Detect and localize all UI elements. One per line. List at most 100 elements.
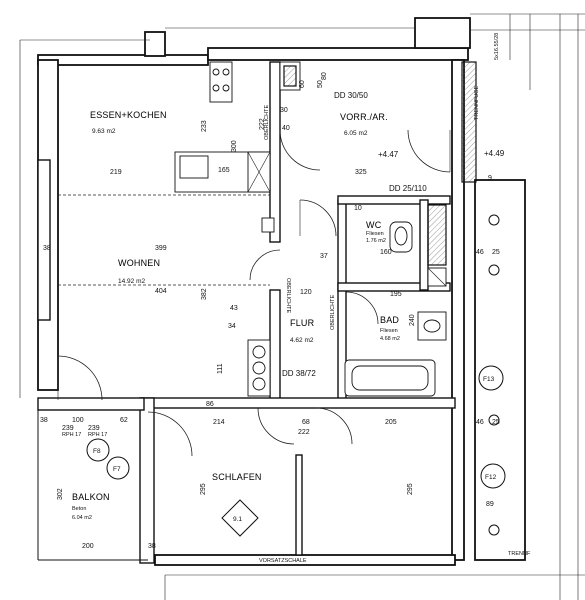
dim-30: 30 xyxy=(280,107,288,114)
tag-f7 xyxy=(106,456,130,480)
dimension-labels: 219 325 399 404 38 38 38 233 300 165 382… xyxy=(40,72,500,550)
dim-62: 62 xyxy=(120,417,128,424)
dim-46b: 46 xyxy=(476,419,484,426)
room-vorraum-name: VORR./AR. xyxy=(340,112,388,122)
dim-325: 325 xyxy=(355,169,367,176)
window-left xyxy=(37,159,51,321)
dim-50: 50 xyxy=(317,80,324,88)
level-vorraum: +4.47 xyxy=(378,150,399,159)
tag-f12 xyxy=(480,463,506,489)
dim-86: 86 xyxy=(206,401,214,408)
dim-25a: 25 xyxy=(492,249,500,256)
dim-195: 195 xyxy=(390,291,402,298)
label-vorsatzschale: VORSATZSCHALE xyxy=(259,558,307,564)
wall-wohnen-flur xyxy=(269,289,281,401)
tag-f8-text: F8 xyxy=(93,448,101,455)
dim-46a: 46 xyxy=(476,249,484,256)
label-trennfuge-2: TRENNF xyxy=(508,551,531,557)
balkon-top xyxy=(37,397,145,411)
dim-399: 399 xyxy=(155,245,167,252)
ref-91-text: 9.1 xyxy=(233,516,242,523)
dim-233: 233 xyxy=(201,120,208,132)
wall-kitchen-vorraum xyxy=(269,61,281,243)
dim-205: 205 xyxy=(385,419,397,426)
dim-60: 60 xyxy=(299,80,306,88)
room-wc-floor: Fliesen xyxy=(366,231,384,237)
wall-wc-top xyxy=(337,195,451,205)
room-vorraum-area: 6.05 m2 xyxy=(344,130,368,137)
wall-wc-bad xyxy=(337,282,451,292)
bath-fixtures xyxy=(344,204,447,397)
door-label-flur: DD 38/72 xyxy=(282,369,316,378)
level-right: +4.49 xyxy=(484,149,505,158)
dim-222: 222 xyxy=(298,429,310,436)
wall-top-notch xyxy=(144,31,166,57)
dim-120: 120 xyxy=(300,289,312,296)
room-balkon-area: 6.04 m2 xyxy=(72,515,92,521)
dim-165: 165 xyxy=(218,167,230,174)
wall-schlafen-top xyxy=(139,397,456,409)
room-flur-name: FLUR xyxy=(290,318,315,328)
room-wohnen-name: WOHNEN xyxy=(118,258,160,268)
door-label-wc: DD 25/110 xyxy=(389,184,427,193)
dim-214: 214 xyxy=(213,419,225,426)
dim-40: 40 xyxy=(282,125,290,132)
room-essen-kochen-area: 9.63 m2 xyxy=(92,128,116,135)
wall-top-right xyxy=(207,47,469,61)
room-wohnen-area: 14.92 m2 xyxy=(118,278,145,285)
dim-25b: 25 xyxy=(492,419,500,426)
dim-9: 9 xyxy=(488,175,492,182)
door-entrance xyxy=(407,129,451,173)
wall-schlafen-mid xyxy=(295,454,303,556)
room-balkon-name: BALKON xyxy=(72,492,110,502)
room-schlafen-name: SCHLAFEN xyxy=(212,472,262,482)
room-flur-area: 4.62 m2 xyxy=(290,337,314,344)
outer-walls xyxy=(37,17,471,566)
dim-111: 111 xyxy=(217,363,224,374)
dim-219: 219 xyxy=(110,169,122,176)
dim-302: 302 xyxy=(57,488,64,500)
dim-240: 240 xyxy=(409,314,416,326)
dim-404: 404 xyxy=(155,288,167,295)
tags xyxy=(86,214,506,537)
doors xyxy=(57,129,451,457)
dim-10: 10 xyxy=(354,205,362,212)
construction-lines xyxy=(19,13,585,600)
wall-right-hatch xyxy=(461,61,477,183)
tag-f7-text: F7 xyxy=(113,466,121,473)
wall-right xyxy=(451,59,465,561)
room-essen-kochen-name: ESSEN+KOCHEN xyxy=(90,110,167,120)
room-wc-name: WC xyxy=(366,220,382,230)
door-bad xyxy=(345,291,379,325)
dim-68: 68 xyxy=(302,419,310,426)
dim-239a: 239 xyxy=(62,425,74,432)
room-labels: ESSEN+KOCHEN 9.63 m2 VORR./AR. 6.05 m2 W… xyxy=(72,110,400,521)
dim-295a: 295 xyxy=(200,483,207,495)
chimney xyxy=(261,217,275,233)
dim-38b: 38 xyxy=(40,417,48,424)
kitchen-sink xyxy=(179,155,209,179)
dim-382: 382 xyxy=(201,288,208,300)
dim-295b: 295 xyxy=(407,483,414,495)
flur-fixtures xyxy=(247,339,271,397)
door-schlafen xyxy=(257,407,295,445)
tag-f13-text: F13 xyxy=(483,376,495,383)
label-rph-1: RPH 17 xyxy=(62,432,81,438)
label-trennfuge-1: TRENNFUGE xyxy=(474,85,480,120)
door-wc xyxy=(299,199,337,237)
label-oberlichte-1: OBERLICHTE xyxy=(264,105,270,140)
door-label-main: DD 30/50 xyxy=(334,91,368,100)
wall-bottom xyxy=(154,554,456,566)
dim-160: 160 xyxy=(380,249,392,256)
annotation-labels: DD 30/50 DD 25/110 DD 38/72 +4.47 +4.49 … xyxy=(62,33,531,564)
dim-200: 200 xyxy=(82,543,94,550)
dim-100: 100 xyxy=(72,417,84,424)
tag-f8 xyxy=(86,438,110,462)
room-bad-name: BAD xyxy=(380,315,399,325)
label-rph-2: RPH 17 xyxy=(88,432,107,438)
ref-diamond xyxy=(221,499,259,537)
room-balkon-floor: Beton xyxy=(72,506,86,512)
dim-89: 89 xyxy=(486,501,494,508)
